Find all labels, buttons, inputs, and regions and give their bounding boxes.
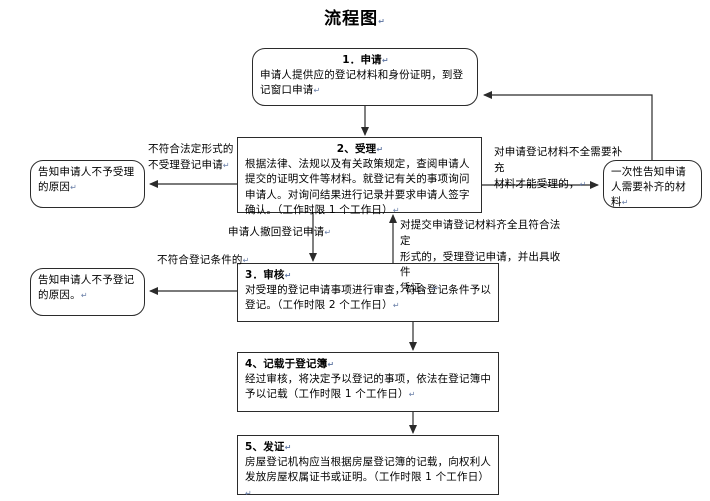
paragraph-mark: ↵: [327, 360, 335, 369]
node-record-header: 4、记载于登记簿↵: [245, 358, 335, 370]
node-reject-acceptance-body: 告知申请人不予受理的原因↵: [38, 166, 135, 194]
page-title-text: 流程图: [324, 9, 379, 29]
node-issue-header: 5、发证↵: [245, 441, 292, 453]
edge-label-not-meet-condition: 不符合登记条件的↵: [157, 254, 250, 266]
node-apply[interactable]: 1．申请↵ 申请人提供应的登记材料和身份证明，到登记窗口申请↵: [252, 48, 478, 106]
node-notify-supplement-body: 一次性告知申请人需要补齐的材料↵: [611, 166, 686, 209]
node-issue-body: 房屋登记机构应当根据房屋登记簿的记载，向权利人发放房屋权属证书或证明。（工作时限…: [245, 456, 492, 498]
paragraph-mark: ↵: [392, 205, 400, 215]
paragraph-mark: ↵: [378, 17, 386, 26]
node-reject-registration-body: 告知申请人不予登记的原因。↵: [38, 274, 135, 302]
node-review-body: 对受理的登记申请事项进行审查，符合登记条件予以登记。（工作时限 2 个工作日）↵: [245, 284, 492, 312]
paragraph-mark: ↵: [408, 390, 416, 400]
paragraph-mark: ↵: [245, 488, 252, 498]
paragraph-mark: ↵: [70, 183, 78, 193]
node-notify-supplement[interactable]: 一次性告知申请人需要补齐的材料↵: [603, 160, 702, 208]
edge-label-withdraw-application: 申请人撤回登记申请↵: [228, 226, 332, 238]
node-record[interactable]: 4、记载于登记簿↵ 经过审核，将决定予以登记的事项，依法在登记簿中予以记载（工作…: [237, 352, 499, 412]
paragraph-mark: ↵: [381, 56, 389, 65]
node-review[interactable]: 3．审核↵ 对受理的登记申请事项进行审查，符合登记条件予以登记。（工作时限 2 …: [237, 263, 499, 322]
paragraph-mark: ↵: [579, 179, 587, 189]
node-issue[interactable]: 5、发证↵ 房屋登记机构应当根据房屋登记簿的记载，向权利人发放房屋权属证书或证明…: [237, 435, 499, 498]
paragraph-mark: ↵: [376, 145, 384, 154]
edge-label-incomplete-material: 对申请登记材料不全需要补充 材料才能受理的，↵: [494, 146, 623, 190]
node-reject-registration[interactable]: 告知申请人不予登记的原因。↵: [30, 268, 145, 316]
edge-label-not-legal-form: 不符合法定形式的 不受理登记申请↵: [148, 143, 234, 171]
paragraph-mark: ↵: [242, 256, 250, 265]
paragraph-mark: ↵: [80, 291, 88, 301]
paragraph-mark: ↵: [324, 228, 332, 237]
node-accept[interactable]: 2、受理↵ 根据法律、法规以及有关政策规定，查阅申请人提交的证明文件等材料。就登…: [237, 137, 482, 216]
node-reject-acceptance[interactable]: 告知申请人不予受理的原因↵: [30, 160, 145, 208]
node-accept-header: 2、受理↵: [336, 143, 384, 155]
paragraph-mark: ↵: [222, 160, 230, 170]
node-review-header: 3．审核↵: [245, 269, 292, 281]
paragraph-mark: ↵: [284, 443, 292, 452]
paragraph-mark: ↵: [284, 271, 292, 280]
node-record-body: 经过审核，将决定予以登记的事项，依法在登记簿中予以记载（工作时限 1 个工作日）…: [245, 373, 492, 401]
node-apply-header: 1．申请↵: [342, 54, 389, 66]
page-title: 流程图↵: [0, 4, 710, 29]
edge-label-complete-material: 对提交申请登记材料齐全且符合法定 形式的，受理登记申请，并出具收件 凭证。↵: [400, 219, 561, 294]
paragraph-mark: ↵: [621, 198, 629, 208]
node-apply-body: 申请人提供应的登记材料和身份证明，到登记窗口申请↵: [260, 69, 464, 97]
paragraph-mark: ↵: [432, 284, 440, 293]
paragraph-mark: ↵: [392, 301, 400, 311]
node-accept-body: 根据法律、法规以及有关政策规定，查阅申请人提交的证明文件等材料。就登记有关的事项…: [245, 158, 470, 216]
paragraph-mark: ↵: [313, 86, 321, 96]
